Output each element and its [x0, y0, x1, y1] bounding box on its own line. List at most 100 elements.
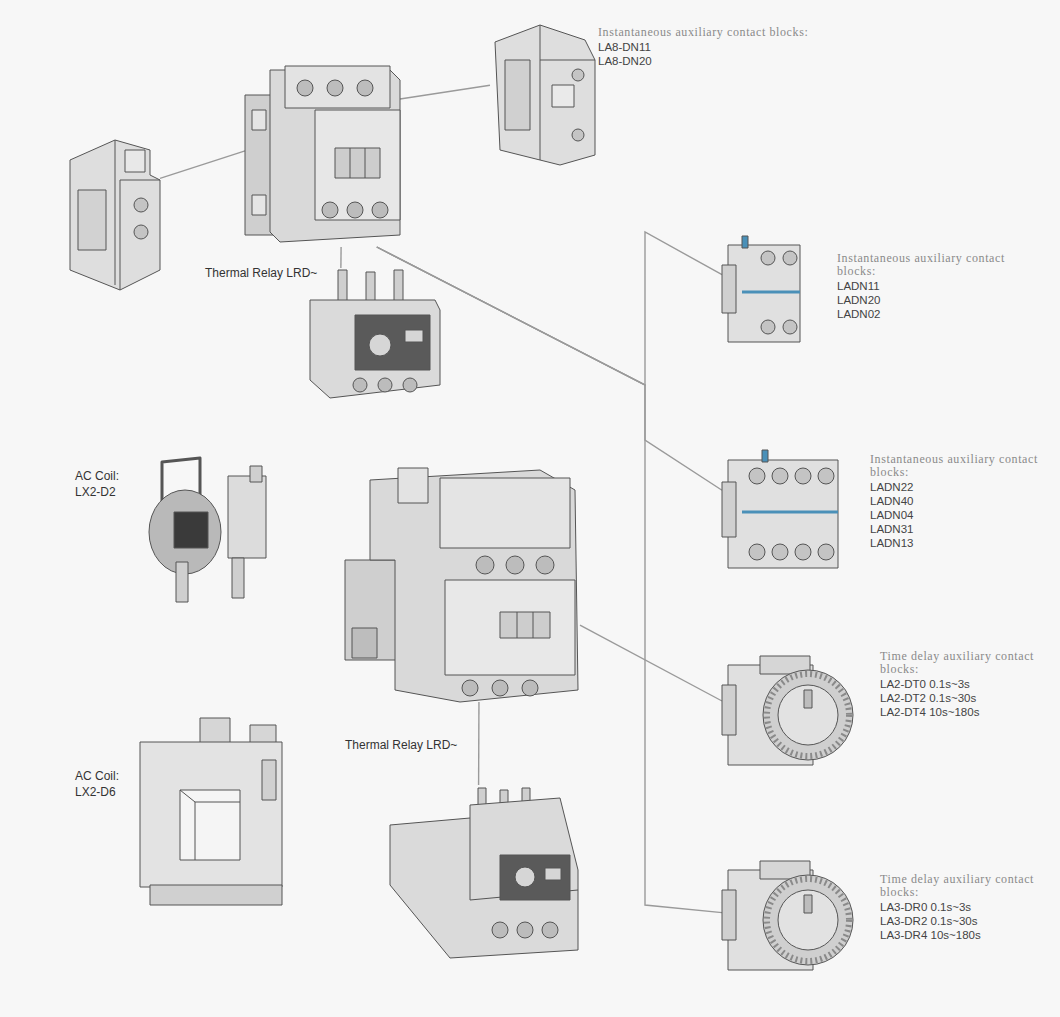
- contactor-drawing: [506, 556, 524, 574]
- coil-drawing: [232, 558, 244, 598]
- auxiliary-block-drawing: [125, 150, 145, 172]
- thermal-relay-drawing: [517, 922, 533, 938]
- contact-block-drawing: [762, 450, 768, 462]
- coil-drawing: [228, 476, 266, 558]
- auxiliary-block-drawing: [115, 140, 160, 290]
- thermal-relay: Thermal Relay LRD~: [305, 268, 443, 400]
- model-number: LA8-DN20: [598, 54, 898, 68]
- contactor-drawing: [517, 612, 533, 638]
- model-number: LA8-DN11: [598, 40, 898, 54]
- timer-block-drawing: [722, 656, 853, 765]
- contact-block-drawing: [742, 291, 800, 294]
- thermal-relay-drawing: [403, 378, 417, 392]
- model-number: LA2-DT0 0.1s~3s: [880, 677, 1045, 691]
- coil-drawing: [174, 512, 208, 548]
- ac-coil: AC Coil:LX2-D2: [148, 455, 273, 603]
- timer-block-drawing: [767, 674, 849, 756]
- coil-drawing: [176, 562, 188, 602]
- timer-block-drawing: [722, 890, 736, 940]
- contactor: [345, 462, 580, 702]
- auxiliary-block-drawing: [134, 225, 148, 239]
- model-number: LADN02: [837, 307, 1007, 321]
- contactor-drawing: [462, 680, 478, 696]
- timer-block-drawing: [804, 895, 812, 913]
- time-delay-block: Time delay auxiliary contact blocks:LA2-…: [722, 655, 857, 770]
- model-number: LADN22: [870, 480, 1045, 494]
- contactor-drawing: [440, 478, 570, 548]
- contactor-drawing: [522, 680, 538, 696]
- thermal-relay-drawing: [338, 270, 347, 304]
- contactor-drawing: [370, 470, 578, 702]
- part-label: Thermal Relay LRD~: [345, 737, 495, 753]
- contact-block-drawing: [761, 320, 775, 334]
- auxiliary-block-drawing: [540, 25, 595, 160]
- contactor-drawing: [335, 148, 380, 178]
- contact-block-drawing: [722, 236, 800, 342]
- contact-block-drawing: [728, 245, 800, 342]
- part-name: Thermal Relay LRD~: [205, 265, 355, 281]
- contactor-drawing: [357, 80, 373, 96]
- auxiliary-contact-block: [65, 135, 160, 290]
- coil-drawing: [180, 790, 240, 860]
- contactor-drawing: [252, 110, 266, 130]
- connector-line: [160, 151, 245, 179]
- contact-block-drawing: [722, 265, 736, 313]
- auxiliary-block-drawing: [572, 69, 584, 81]
- contact-block-drawing: [749, 544, 765, 560]
- part-name: AC Coil:: [75, 768, 145, 784]
- contact-block-drawing: [728, 460, 838, 568]
- thermal-relay-drawing: [310, 270, 440, 398]
- model-number: LA2-DT4 10s~180s: [880, 705, 1045, 719]
- model-number: LADN13: [870, 536, 1045, 550]
- connector-line: [580, 625, 722, 701]
- auxiliary-contact-block: Instantaneous auxiliary contact blocks:L…: [490, 25, 595, 165]
- auxiliary-block-drawing: [70, 140, 160, 290]
- auxiliary-block-drawing: [495, 25, 595, 165]
- part-name: AC Coil:: [75, 468, 145, 484]
- part-name: Thermal Relay LRD~: [345, 737, 495, 753]
- ac-coil: AC Coil:LX2-D6: [135, 715, 290, 907]
- contact-block-drawing: [818, 544, 834, 560]
- contact-block-drawing: [783, 320, 797, 334]
- time-delay-block: Time delay auxiliary contact blocks:LA3-…: [722, 860, 857, 977]
- coil-drawing: [149, 490, 221, 574]
- contact-block-drawing: [761, 251, 775, 265]
- model-number: LA3-DR2 0.1s~30s: [880, 914, 1045, 928]
- model-number: LADN40: [870, 494, 1045, 508]
- thermal-relay-drawing: [492, 922, 508, 938]
- thermal-relay-drawing: [369, 334, 391, 356]
- thermal-relay-drawing: [545, 868, 561, 880]
- thermal-relay-drawing: [390, 788, 578, 958]
- contactor-drawing: [492, 680, 508, 696]
- part-label: Time delay auxiliary contact blocks:LA2-…: [880, 650, 1045, 719]
- part-heading: Instantaneous auxiliary contact blocks:: [837, 252, 1007, 278]
- contactor-drawing: [322, 202, 338, 218]
- contactor-drawing: [315, 110, 400, 220]
- contactor-drawing: [476, 556, 494, 574]
- connector-line: [340, 247, 342, 268]
- part-label: Instantaneous auxiliary contact blocks:L…: [870, 453, 1045, 550]
- part-name: LX2-D2: [75, 484, 145, 500]
- part-label: Instantaneous auxiliary contact blocks:L…: [598, 26, 898, 68]
- auxiliary-block-drawing: [572, 129, 584, 141]
- coil-drawing: [180, 790, 240, 860]
- contactor-drawing: [285, 66, 390, 108]
- part-heading: Instantaneous auxiliary contact blocks:: [870, 453, 1045, 479]
- connector-line: [478, 702, 480, 785]
- thermal-relay-drawing: [378, 378, 392, 392]
- contact-block-drawing: [742, 511, 838, 514]
- contactor-drawing: [536, 556, 554, 574]
- timer-block-drawing: [767, 879, 849, 961]
- model-number: LADN31: [870, 522, 1045, 536]
- thermal-relay-drawing: [500, 855, 570, 900]
- coil-drawing: [140, 718, 282, 905]
- connector-line: [400, 85, 490, 99]
- contactor-drawing: [327, 80, 343, 96]
- contact-block-drawing: [795, 468, 811, 484]
- auxiliary-block-drawing: [134, 198, 148, 212]
- contactor-drawing: [398, 468, 428, 503]
- timer-block-drawing: [722, 861, 853, 970]
- contact-block-drawing: [742, 236, 748, 248]
- timer-block-drawing: [722, 685, 736, 735]
